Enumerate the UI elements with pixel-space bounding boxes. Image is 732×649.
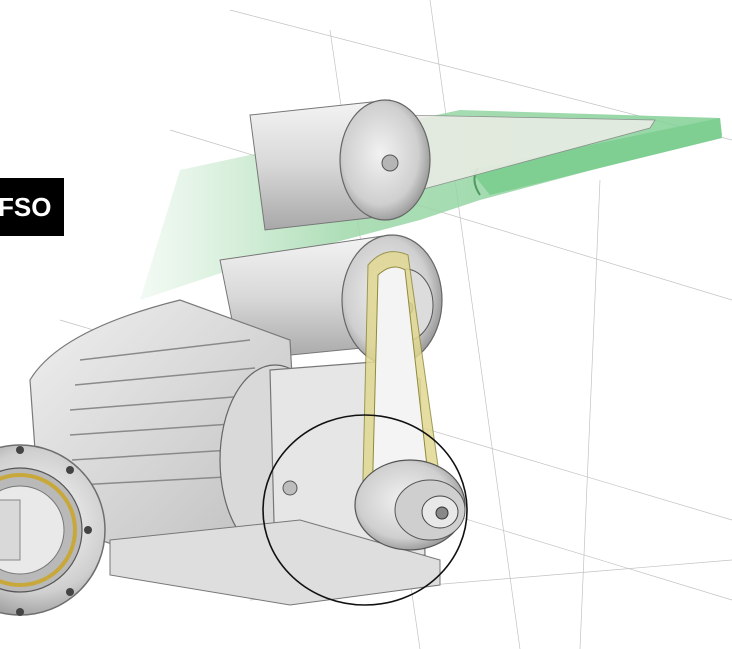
highlight-circle: [262, 414, 468, 606]
product-label-box: FSO: [0, 178, 64, 236]
product-label: FSO: [0, 191, 52, 222]
freewheel-clutch-photo: [0, 444, 106, 616]
upper-roller: [249, 99, 431, 231]
clutch-pulley: [354, 459, 466, 551]
